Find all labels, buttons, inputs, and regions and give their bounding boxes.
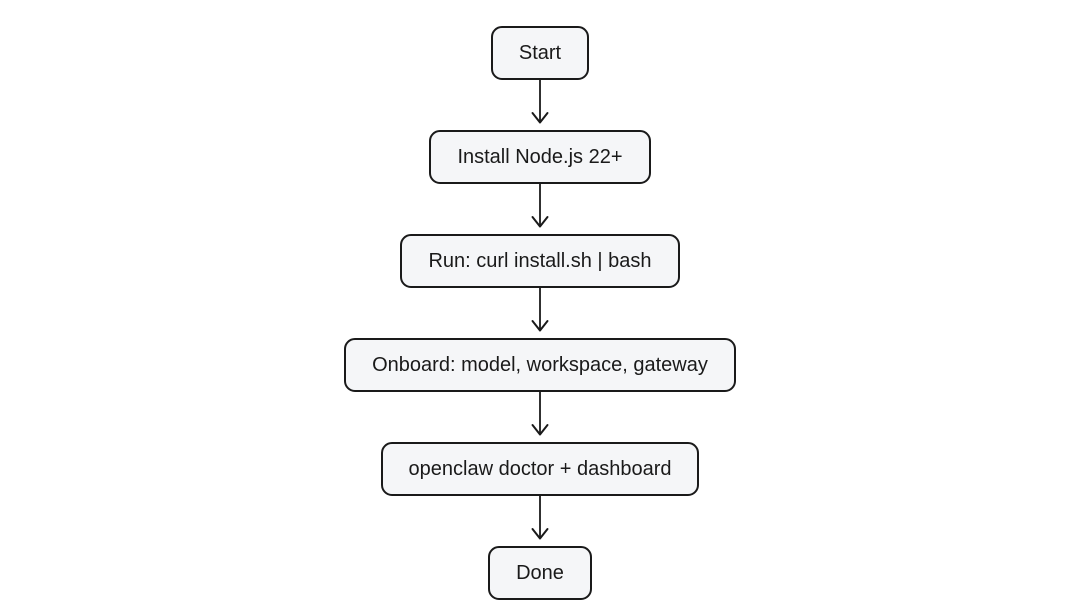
flow-arrow-down-icon [529, 392, 551, 442]
flow-arrow-down-icon [529, 184, 551, 234]
flow-node-start: Start [490, 26, 590, 80]
flow-arrow-down-icon [529, 80, 551, 130]
flow-arrow-down-icon [529, 496, 551, 546]
flow-node-done: Done [488, 546, 592, 600]
flow-node-doctor-dashboard: openclaw doctor + dashboard [380, 442, 700, 496]
flow-node-run-install: Run: curl install.sh | bash [400, 234, 680, 288]
flow-node-onboard: Onboard: model, workspace, gateway [344, 338, 736, 392]
flow-arrow-down-icon [529, 288, 551, 338]
flow-node-install-node: Install Node.js 22+ [429, 130, 651, 184]
